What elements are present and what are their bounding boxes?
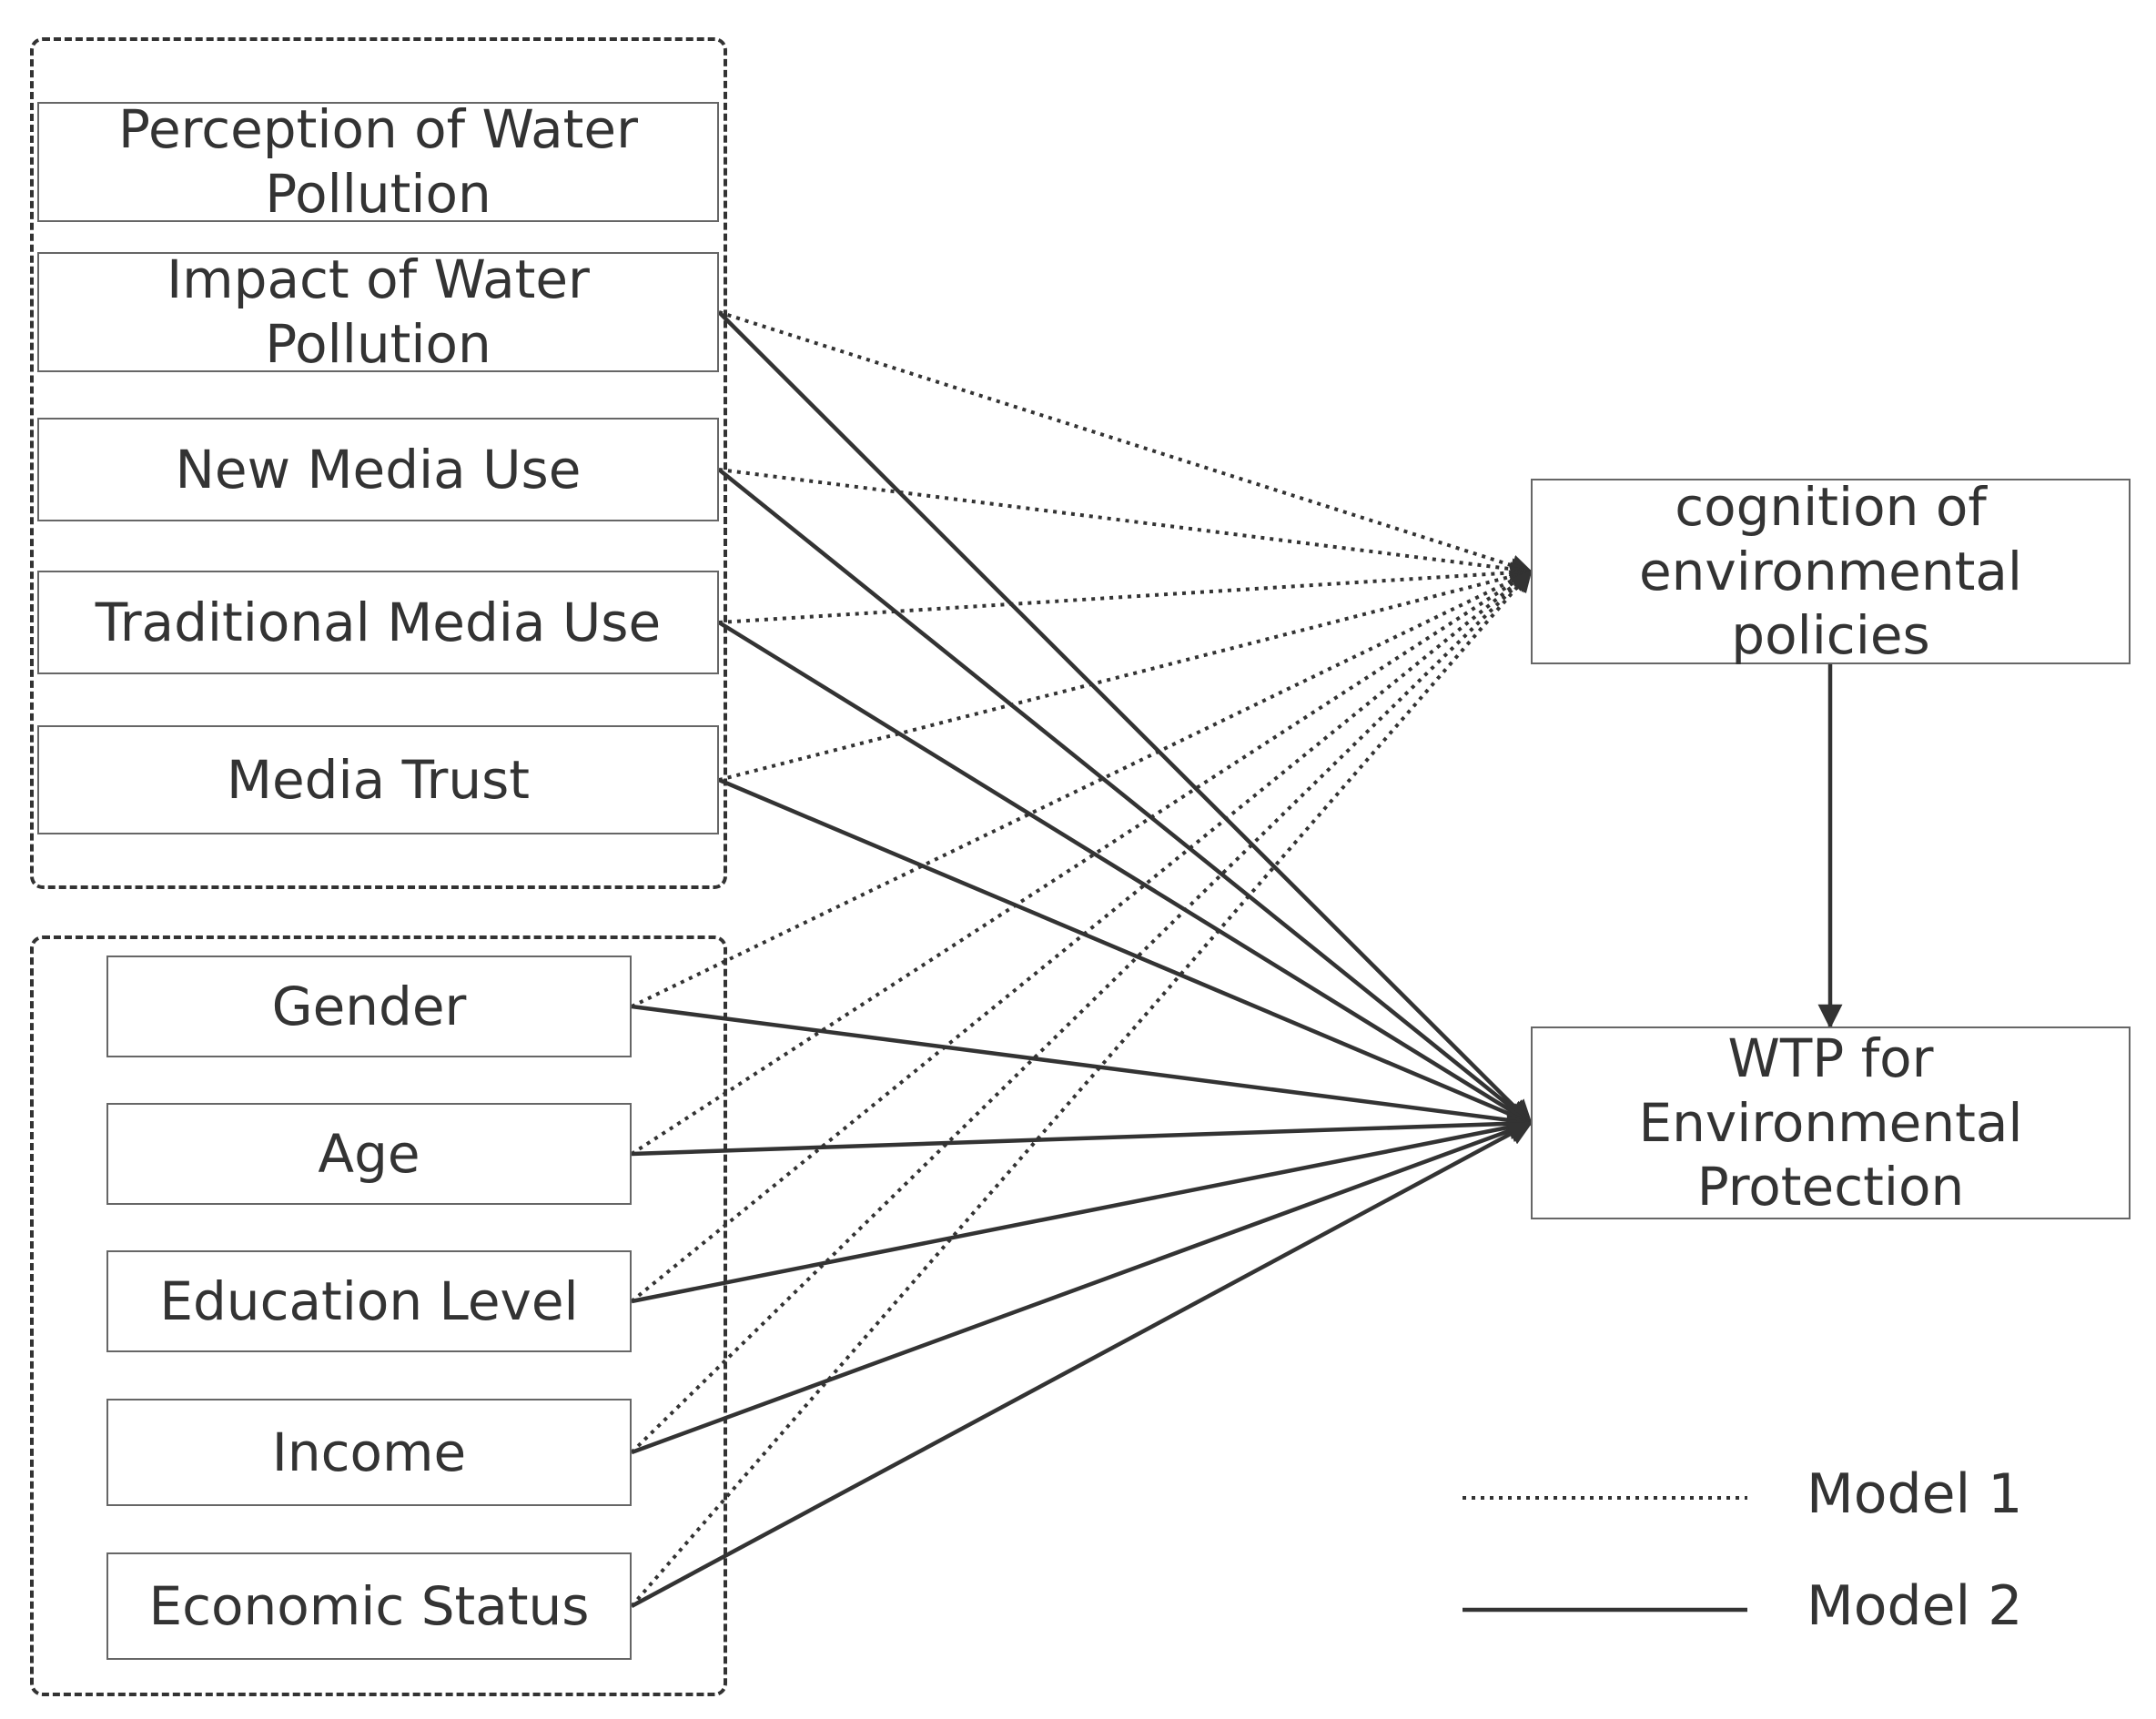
edge-model2-income <box>631 1118 1533 1455</box>
node-wtp-label: WTP for Environmental Protection <box>1638 1026 2023 1218</box>
node-impact-label: Impact of Water Pollution <box>167 248 590 375</box>
node-traditional-media-label: Traditional Media Use <box>95 591 662 653</box>
edge-model1-impact <box>718 310 1533 576</box>
node-gender-label: Gender <box>271 975 467 1037</box>
node-impact: Impact of Water Pollution <box>37 248 719 375</box>
edge-model2-gender <box>631 1004 1533 1133</box>
edge-model2-new_media <box>717 468 1533 1125</box>
node-media-trust-label: Media Trust <box>226 748 531 811</box>
node-new-media-label: New Media Use <box>175 438 582 501</box>
node-wtp: WTP for Environmental Protection <box>1531 1026 2131 1219</box>
edge-model1-gender <box>631 570 1533 1008</box>
node-education-label: Education Level <box>159 1269 579 1332</box>
edge-model1-new_media <box>718 468 1533 581</box>
node-income-label: Income <box>271 1421 467 1483</box>
edge-model2-impact <box>717 310 1533 1125</box>
edge-model1-traditional_media <box>718 561 1533 624</box>
edge-model2-economic_status <box>630 1121 1533 1608</box>
node-perception-label: Perception of Water Pollution <box>118 98 638 225</box>
node-age: Age <box>106 1103 632 1205</box>
edge-model1-age <box>630 570 1533 1156</box>
edge-model1-media_trust <box>718 565 1533 782</box>
node-media-trust: Media Trust <box>37 725 719 834</box>
node-age-label: Age <box>318 1122 420 1185</box>
node-gender: Gender <box>106 956 632 1057</box>
node-education: Education Level <box>106 1250 632 1352</box>
edge-model2-traditional_media <box>717 621 1533 1125</box>
node-economic-status-label: Economic Status <box>148 1574 590 1637</box>
legend-model1-label: Model 1 <box>1807 1462 2023 1526</box>
media-factors-group <box>30 37 727 889</box>
demographics-group <box>30 935 727 1696</box>
node-cognition: cognition of environmental policies <box>1531 476 2131 666</box>
node-economic-status: Economic Status <box>106 1552 632 1660</box>
edge-model1-income <box>630 570 1533 1454</box>
node-income: Income <box>106 1399 632 1506</box>
edge-model2-age <box>631 1111 1533 1157</box>
node-new-media: New Media Use <box>37 418 719 521</box>
edge-model1-education <box>630 570 1533 1303</box>
edge-model2-education <box>631 1115 1533 1304</box>
edge-model2-media_trust <box>718 777 1533 1126</box>
node-cognition-label: cognition of environmental policies <box>1638 475 2023 667</box>
legend-model2-label: Model 2 <box>1807 1574 2023 1638</box>
edge-model1-economic_status <box>630 570 1533 1608</box>
node-perception: Perception of Water Pollution <box>37 98 719 225</box>
node-traditional-media: Traditional Media Use <box>37 571 719 674</box>
